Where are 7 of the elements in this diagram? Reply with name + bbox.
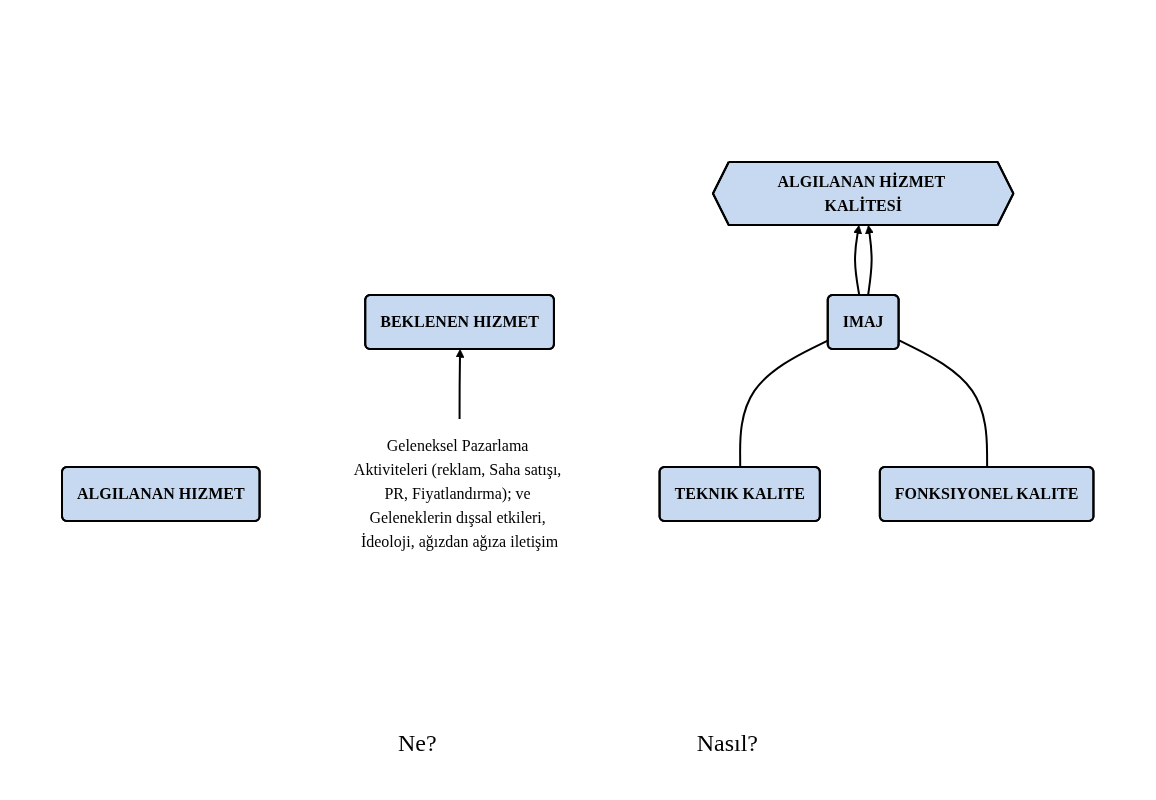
node-text: Geleneksel Pazarlama Aktiviteleri (reklam, Saha satışı, PR, Fiyatlandırma); ve Geleneklerin dışsal etkileri, İdeoloji, ağızdan ağıza iletişim [354,436,562,550]
arrow [853,224,863,296]
arrow [865,224,875,296]
connector [898,338,989,468]
question-label: Nasıl? [696,730,758,757]
arrow [455,348,465,420]
question-label: Ne? [398,730,437,757]
